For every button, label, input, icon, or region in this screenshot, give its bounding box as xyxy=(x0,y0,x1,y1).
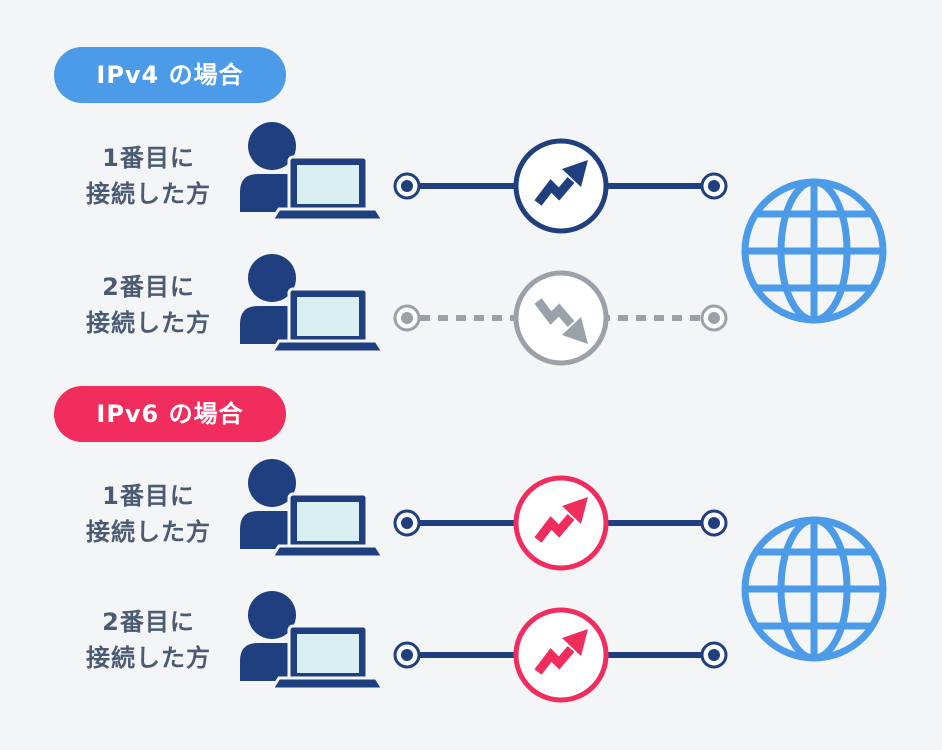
ipv4-row2-label: 2番目に 接続した方 xyxy=(66,269,231,341)
person-with-laptop-icon xyxy=(238,457,385,559)
label-line1: 2番目に xyxy=(102,273,195,301)
label-line1: 1番目に xyxy=(102,482,195,510)
person-with-laptop-icon xyxy=(238,252,385,354)
ipv4-title-pill: IPv4 の場合 xyxy=(54,47,286,103)
ipv4-row2 xyxy=(238,252,728,366)
ipv6-row2-label: 2番目に 接続した方 xyxy=(66,604,231,676)
label-line1: 2番目に xyxy=(102,608,195,636)
label-line2: 接続した方 xyxy=(86,644,211,672)
label-line1: 1番目に xyxy=(102,144,195,172)
label-line2: 接続した方 xyxy=(86,309,211,337)
label-line2: 接続した方 xyxy=(86,518,211,546)
globe-icon xyxy=(745,520,883,658)
ipv6-title-pill: IPv6 の場合 xyxy=(54,386,286,442)
person-with-laptop-icon xyxy=(238,589,385,691)
person-with-laptop-icon xyxy=(238,120,385,222)
ipv4-row1-label: 1番目に 接続した方 xyxy=(66,140,231,212)
ipv6-row2 xyxy=(238,589,728,703)
label-line2: 接続した方 xyxy=(86,180,211,208)
globe-icon xyxy=(745,182,883,320)
ipv6-row1 xyxy=(238,457,728,571)
ipv4-row1 xyxy=(238,120,728,234)
ipv6-row1-label: 1番目に 接続した方 xyxy=(66,478,231,550)
